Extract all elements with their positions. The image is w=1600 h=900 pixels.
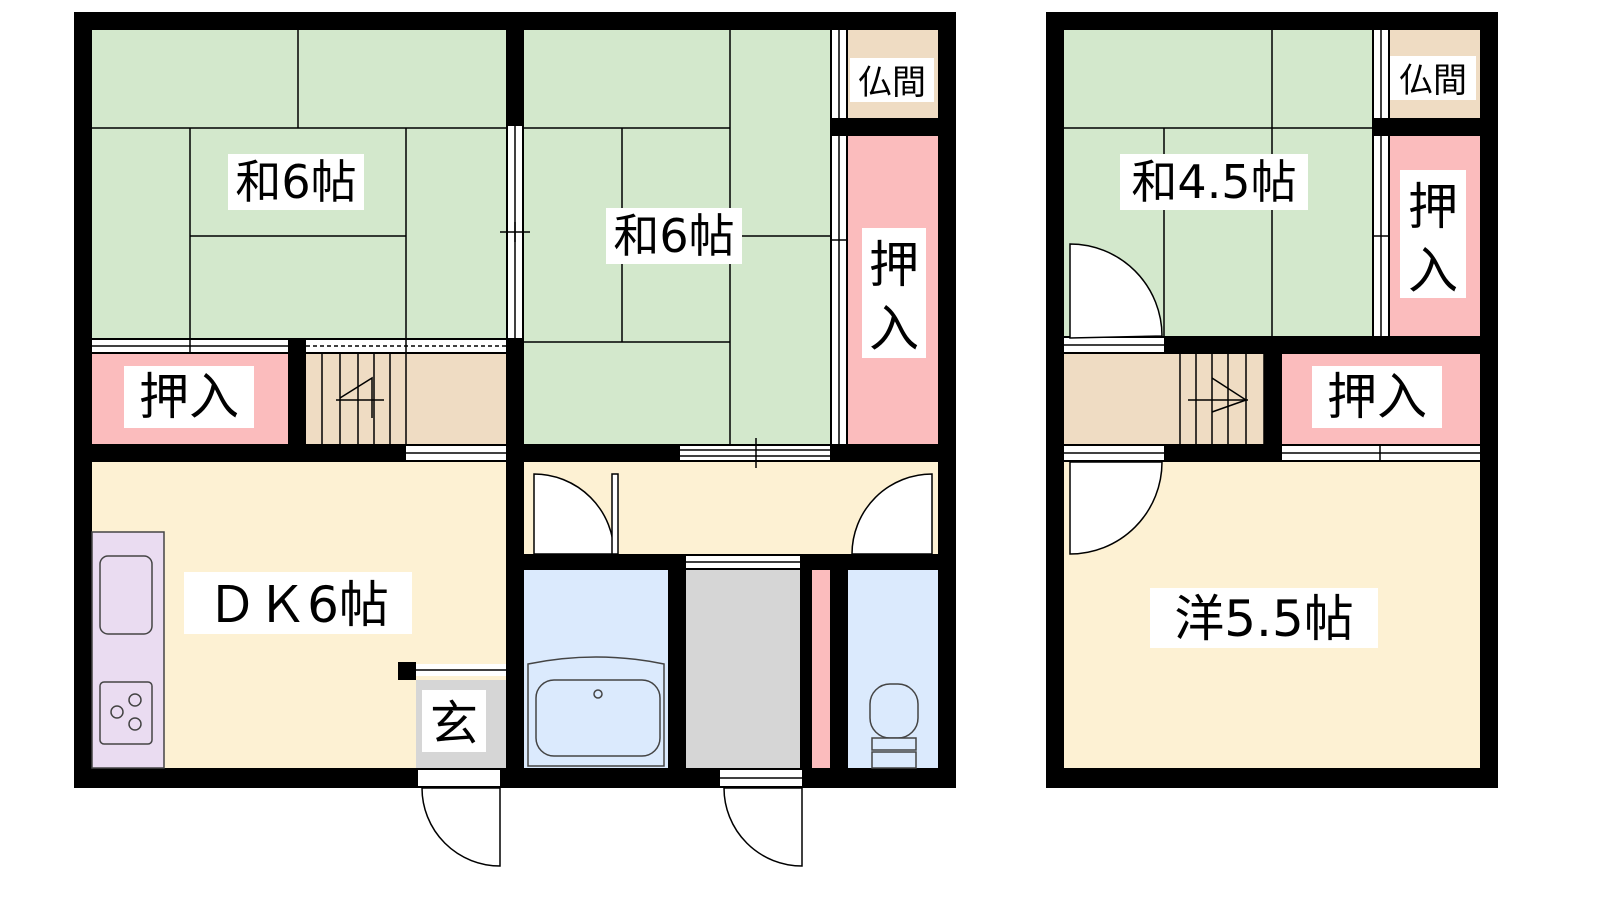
toilet-fixture [869,683,919,769]
label-butsuma-right: 仏間 [1399,61,1467,101]
label-yoshitsu-55: 洋5.5帖 [1174,590,1354,648]
doors-1f [421,473,933,867]
stair-1f [321,354,407,444]
room-labels: 和6帖 和6帖 和4.5帖 洋5.5帖 ＤＫ6帖 押入 押 入 押 入 押入 仏… [124,56,1476,752]
label-washitsu-6-center: 和6帖 [613,209,734,263]
stair-2f [1179,354,1265,444]
room-washroom [686,570,800,768]
doors-2f [1069,243,1163,555]
label-washitsu-45: 和4.5帖 [1131,155,1296,209]
bathtub [527,656,665,767]
label-genkan: 玄 [430,696,478,752]
label-oshiire-right-2: 入 [1408,242,1458,300]
label-oshiire-center-2: 入 [869,300,919,358]
kitchen-counter [91,531,165,769]
label-butsuma-left: 仏間 [858,63,926,103]
label-oshiire-right-1: 押 [1408,178,1458,236]
room-stair-2f [1064,354,1282,444]
openings-2f [1064,30,1480,460]
label-oshiire-left: 押入 [139,368,239,426]
openings-1f [92,30,846,786]
label-oshiire-right-bottom: 押入 [1327,368,1427,426]
first-floor-building [74,12,956,867]
second-floor-building [1046,12,1498,788]
room-small-closet [812,570,830,768]
label-dk-6: ＤＫ6帖 [207,576,389,634]
label-oshiire-center-1: 押 [869,236,919,294]
tatami-lines-left [92,30,506,338]
label-washitsu-6-left: 和6帖 [235,155,356,209]
